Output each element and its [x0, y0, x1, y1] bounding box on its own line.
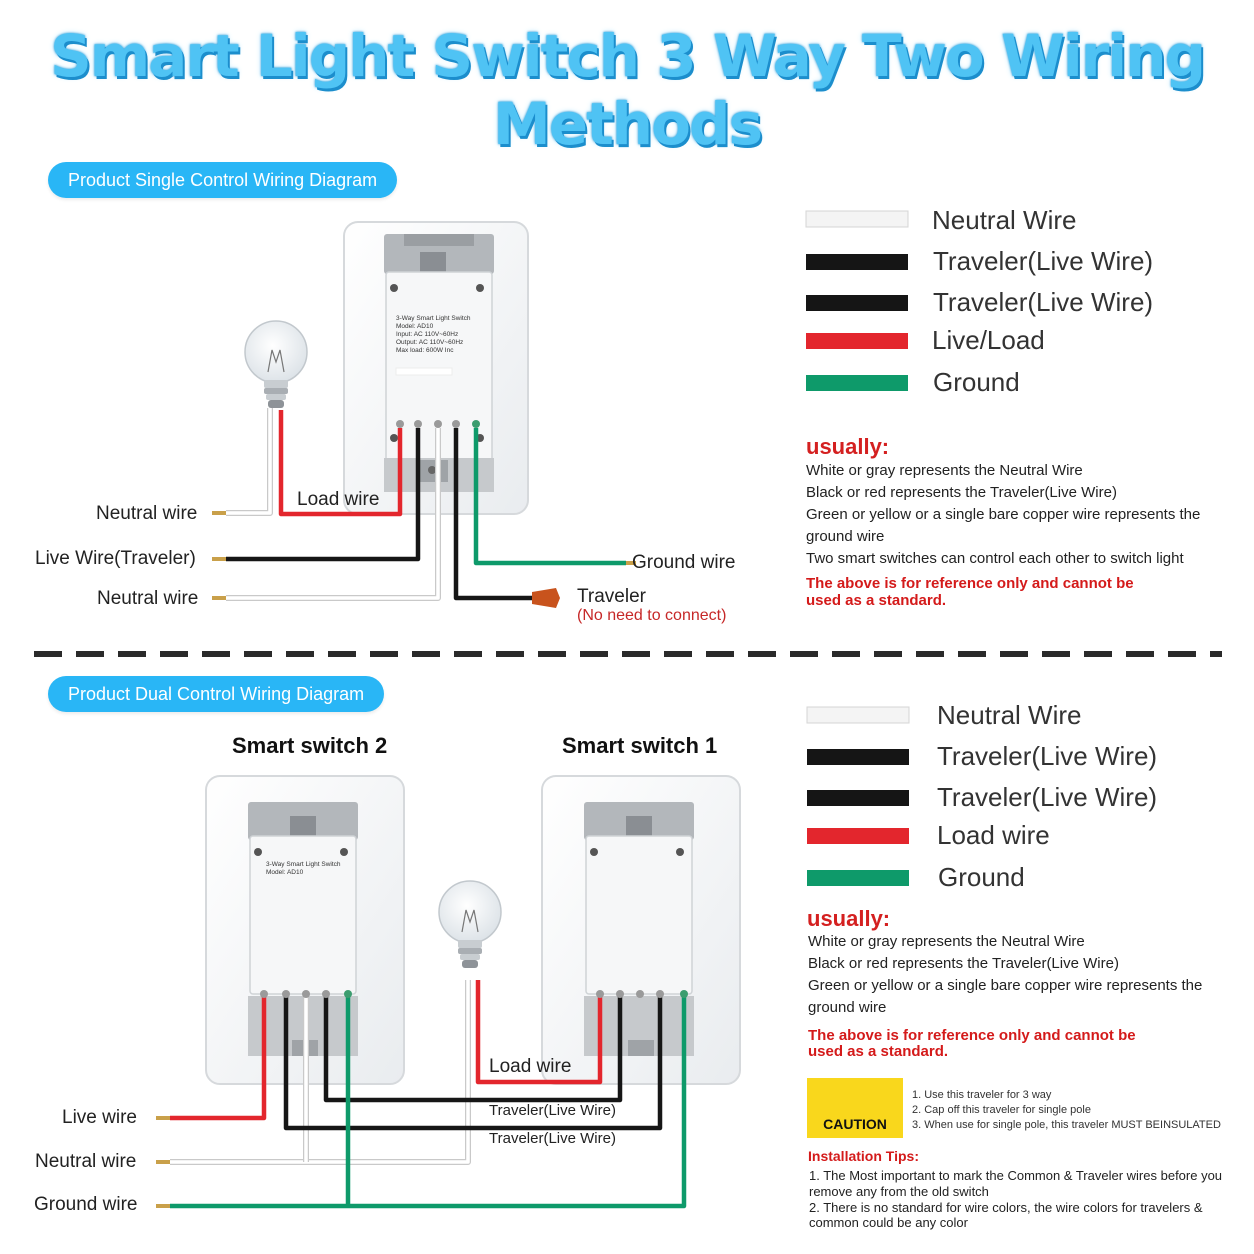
label-load-wire: Load wire — [489, 1056, 572, 1077]
note-line: Black or red represents the Traveler(Liv… — [808, 955, 1119, 972]
dual-control-pill: Product Dual Control Wiring Diagram — [48, 676, 385, 712]
note-line: White or gray represents the Neutral Wir… — [806, 462, 1083, 479]
swatch-ground — [806, 375, 908, 391]
device-text-line: Max load: 600W Inc — [396, 347, 454, 354]
note-line: Two smart switches can control each othe… — [806, 550, 1184, 567]
swatch-load — [806, 333, 908, 349]
note-line: ground wire — [806, 528, 885, 545]
dual-wire-ends — [156, 1116, 170, 1208]
legend-label-ground: Ground — [933, 367, 1020, 397]
tip-line: 2. There is no standard for wire colors,… — [809, 1200, 1203, 1215]
swatch-neutral — [806, 706, 910, 724]
device-text-line: 3-Way Smart Light Switch — [396, 315, 471, 322]
single-lamp-icon — [244, 320, 308, 408]
caution-item: 1. Use this traveler for 3 way — [912, 1089, 1052, 1101]
label-live-wire: Live wire — [62, 1107, 137, 1128]
reference-warning: used as a standard. — [806, 592, 947, 609]
label-neutral-wire-top: Neutral wire — [96, 503, 198, 524]
switch-1-title: Smart switch 1 — [562, 733, 718, 758]
tip-line: common could be any color — [809, 1215, 968, 1230]
device-text-line: Input: AC 110V~60Hz — [396, 331, 458, 338]
wire-nut — [532, 588, 560, 608]
label-ground-wire: Ground wire — [34, 1194, 138, 1215]
single-wires — [226, 408, 626, 601]
single-terminals — [396, 420, 480, 428]
label-traveler-1: Traveler(Live Wire) — [489, 1102, 616, 1119]
single-wire-ends — [212, 511, 636, 608]
legend-label-load: Live/Load — [932, 325, 1045, 355]
label-traveler-note: (No need to connect) — [577, 607, 727, 624]
usually-heading: usually: — [806, 434, 890, 459]
reference-warning: The above is for reference only and cann… — [808, 1027, 1136, 1044]
swatch-traveler-2 — [807, 790, 909, 806]
tip-line: 1. The Most important to mark the Common… — [809, 1168, 1223, 1183]
note-line: Green or yellow or a single bare copper … — [808, 977, 1203, 994]
switch-2-device: 3-Way Smart Light Switch Model: AD10 — [205, 775, 405, 1085]
legend-label-traveler-1: Traveler(Live Wire) — [937, 741, 1158, 771]
tip-line: remove any from the old switch — [809, 1184, 989, 1199]
reference-warning: used as a standard. — [808, 1043, 949, 1060]
swatch-traveler-1 — [807, 749, 909, 765]
caution-label: CAUTION — [823, 1116, 887, 1132]
device-text-line: 3-Way Smart Light Switch — [266, 861, 341, 868]
installation-tips-title: Installation Tips: — [808, 1148, 919, 1164]
page-title: Smart Light Switch 3 Way Two Wiring Meth… — [49, 22, 1206, 158]
note-line: ground wire — [808, 999, 887, 1016]
swatch-load — [807, 828, 909, 844]
label-neutral-wire: Neutral wire — [35, 1151, 137, 1172]
swatch-traveler-2 — [806, 295, 908, 311]
legend-label-traveler-1: Traveler(Live Wire) — [933, 246, 1154, 276]
device-text-line: Model: AD10 — [266, 869, 304, 876]
note-line: Green or yellow or a single bare copper … — [806, 506, 1201, 523]
swatch-neutral — [805, 210, 909, 228]
label-load-wire: Load wire — [297, 489, 380, 510]
caution-item: 2. Cap off this traveler for single pole — [912, 1104, 1091, 1116]
reference-warning: The above is for reference only and cann… — [806, 575, 1134, 592]
label-traveler-2: Traveler(Live Wire) — [489, 1130, 616, 1147]
swatch-traveler-1 — [806, 254, 908, 270]
single-control-pill: Product Single Control Wiring Diagram — [48, 162, 398, 198]
single-legend-swatches — [805, 210, 909, 391]
dual-legend-swatches — [806, 706, 910, 886]
legend-label-neutral: Neutral Wire — [937, 700, 1082, 730]
legend-label-load: Load wire — [937, 820, 1050, 850]
dual-terminals — [260, 990, 688, 998]
legend-label-traveler-2: Traveler(Live Wire) — [937, 782, 1158, 812]
label-live-wire-traveler: Live Wire(Traveler) — [35, 548, 196, 569]
dual-lamp-icon — [438, 880, 502, 968]
device-text-line: Output: AC 110V~60Hz — [396, 339, 463, 346]
dual-wires — [170, 980, 687, 1209]
note-line: Black or red represents the Traveler(Liv… — [806, 484, 1117, 501]
device-text-line: Model: AD10 — [396, 323, 434, 330]
legend-label-traveler-2: Traveler(Live Wire) — [933, 287, 1154, 317]
label-traveler: Traveler — [577, 586, 646, 607]
caution-item: 3. When use for single pole, this travel… — [912, 1119, 1221, 1131]
label-neutral-wire-bottom: Neutral wire — [97, 588, 199, 609]
note-line: White or gray represents the Neutral Wir… — [808, 933, 1085, 950]
caution-badge: CAUTION — [807, 1078, 903, 1138]
legend-label-ground: Ground — [938, 862, 1025, 892]
swatch-ground — [807, 870, 909, 886]
usually-heading: usually: — [807, 906, 891, 931]
switch-2-title: Smart switch 2 — [232, 733, 388, 758]
legend-label-neutral: Neutral Wire — [932, 205, 1077, 235]
switch-1-device — [541, 775, 741, 1085]
label-ground-wire: Ground wire — [632, 552, 736, 573]
